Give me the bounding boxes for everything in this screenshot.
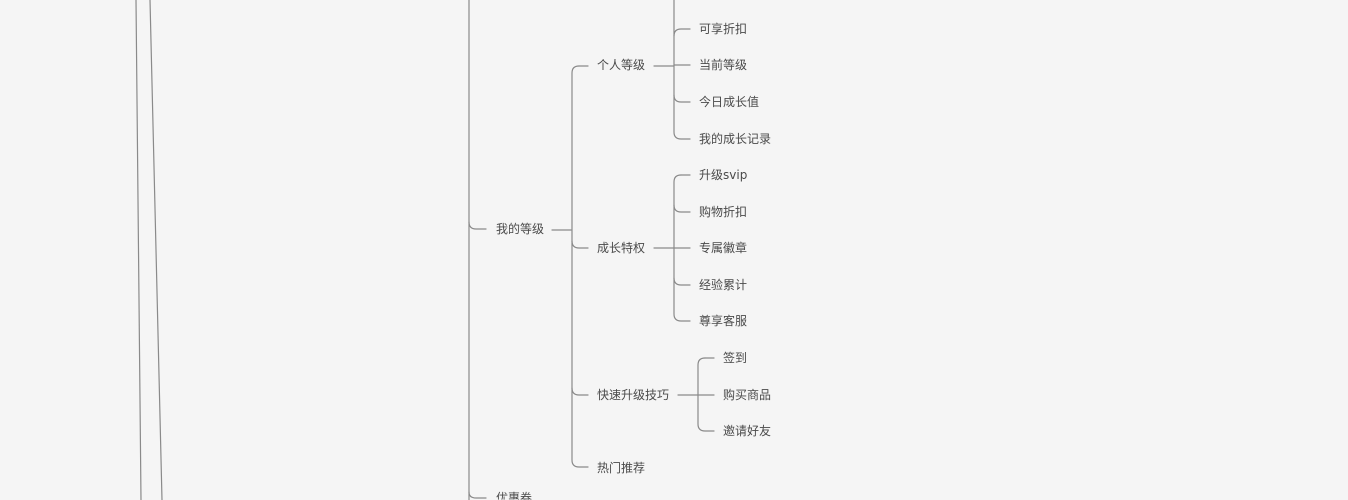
connector-enjoy-discount	[673, 28, 691, 37]
node-shopping-discount[interactable]: 购物折扣	[699, 205, 748, 219]
node-today-growth[interactable]: 今日成长值	[699, 95, 760, 109]
connector-privilege-branch	[673, 174, 691, 322]
connector-my-level	[468, 221, 487, 230]
node-buy-goods[interactable]: 购买商品	[723, 388, 772, 402]
connector-today-growth	[673, 94, 691, 103]
node-exp-accumulate[interactable]: 经验累计	[699, 278, 748, 292]
connector-quick-upgrade	[571, 387, 589, 396]
node-next-partial[interactable]: 优惠券	[496, 491, 533, 500]
connector-personal-branch	[673, 0, 691, 140]
connector-quick-branch	[697, 357, 715, 432]
node-personal-level[interactable]: 个人等级	[597, 58, 646, 72]
connector-level-branch	[571, 65, 589, 468]
node-upgrade-svip[interactable]: 升级svip	[699, 168, 748, 182]
node-exclusive-badge[interactable]: 专属徽章	[699, 241, 748, 255]
connector-next	[468, 491, 487, 499]
connector-exp-accumulate	[673, 277, 691, 286]
node-enjoy-discount[interactable]: 可享折扣	[699, 22, 748, 36]
connector-shopping-discount	[673, 204, 691, 213]
node-my-level[interactable]: 我的等级	[496, 222, 545, 236]
node-invite-friends[interactable]: 邀请好友	[723, 424, 772, 438]
node-hot-recommend[interactable]: 热门推荐	[597, 461, 646, 475]
node-vip-service[interactable]: 尊享客服	[699, 314, 748, 328]
node-quick-upgrade[interactable]: 快速升级技巧	[597, 388, 670, 402]
connector-left-2	[149, 0, 163, 500]
node-growth-record[interactable]: 我的成长记录	[699, 132, 772, 146]
connector-left-1	[135, 0, 142, 500]
node-current-level[interactable]: 当前等级	[699, 58, 748, 72]
node-growth-privilege[interactable]: 成长特权	[597, 241, 646, 255]
node-sign-in[interactable]: 签到	[723, 351, 748, 365]
connector-growth-privilege	[571, 240, 589, 249]
